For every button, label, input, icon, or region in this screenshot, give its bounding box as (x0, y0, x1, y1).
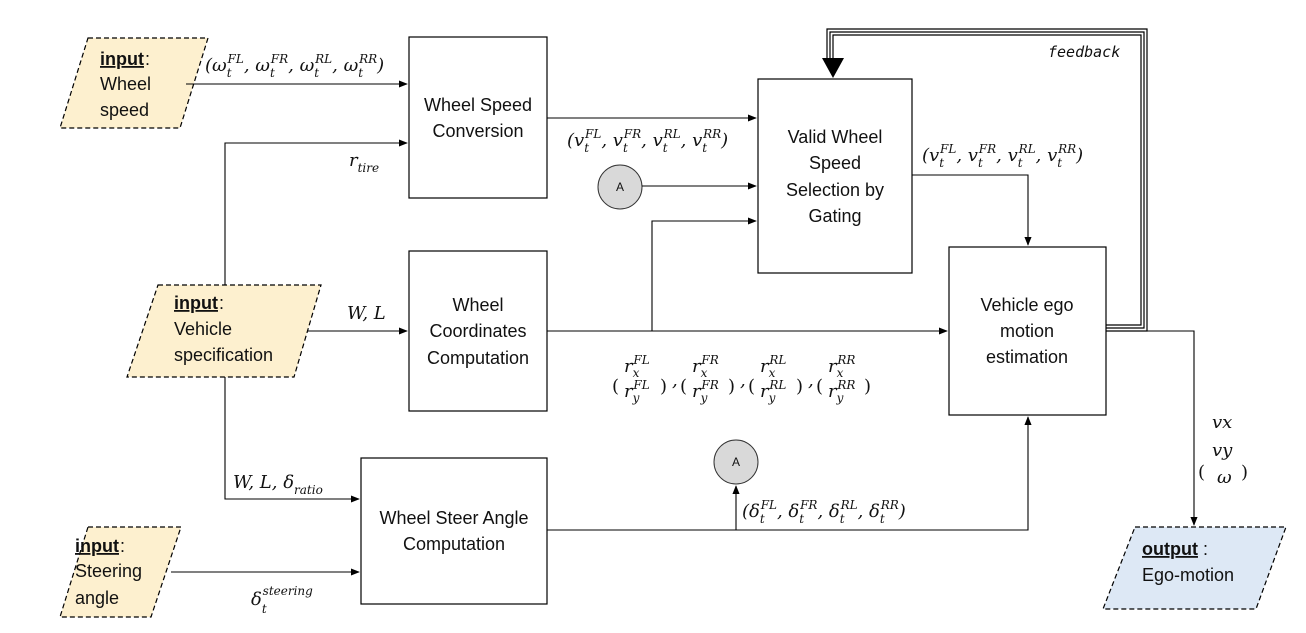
input-line: Steering (75, 561, 142, 581)
block-label: Vehicle ego (980, 295, 1073, 315)
feedback-loop (822, 28, 1148, 332)
label-w-l: W, L (347, 303, 386, 324)
block-label: Wheel (452, 295, 503, 315)
svg-text:rxFL: rxFL (624, 353, 650, 380)
svg-text:W, L: W, L (347, 303, 386, 324)
block-label: Computation (403, 534, 505, 554)
block-label: Wheel Steer Angle (379, 508, 528, 528)
input-vehicle-spec: input : Vehicle specification (126, 284, 322, 378)
svg-text:ryFL: ryFL (624, 378, 650, 405)
svg-text:(: ( (816, 376, 823, 397)
label-omega-set: (ωtFL, ωtFR, ωtRL, ωtRR) (205, 52, 384, 80)
block-wheel-speed-conversion: Wheel Speed Conversion (408, 36, 548, 199)
input-heading: input (174, 293, 218, 313)
block-label: Valid Wheel (788, 127, 883, 147)
svg-text:(: ( (680, 376, 687, 397)
block-label: Conversion (432, 121, 523, 141)
svg-text:ryRR: ryRR (828, 378, 855, 405)
label-delta-steering: δtsteering (251, 584, 313, 616)
input-heading: input (100, 49, 144, 69)
connector-a-bottom: A (713, 439, 759, 485)
svg-text:W, L, δratio: W, L, δratio (233, 472, 323, 497)
block-wheel-coordinates: Wheel Coordinates Computation (408, 250, 548, 412)
svg-text:vy: vy (1212, 440, 1233, 461)
output-heading: output (1142, 539, 1198, 559)
svg-text:rxRR: rxRR (828, 353, 855, 380)
block-label: Gating (808, 206, 861, 226)
svg-text:): ) (728, 376, 735, 397)
svg-text:rtire: rtire (349, 150, 379, 175)
input-line: specification (174, 345, 273, 365)
svg-text:,: , (740, 370, 746, 391)
svg-text:rxRL: rxRL (760, 353, 786, 380)
svg-text:,: , (672, 370, 678, 391)
svg-text:): ) (660, 376, 667, 397)
block-label: Selection by (786, 180, 884, 200)
svg-text:δtsteering: δtsteering (251, 584, 313, 616)
block-vehicle-ego-motion-estimation: Vehicle ego motion estimation (948, 246, 1107, 416)
connector-a-top: A (597, 164, 643, 210)
svg-text:): ) (1241, 462, 1248, 483)
svg-text::: : (145, 49, 150, 69)
svg-text::: : (1203, 539, 1208, 559)
block-label: Speed (809, 153, 861, 173)
svg-text:vx: vx (1212, 412, 1232, 433)
svg-text:(: ( (1198, 462, 1205, 483)
output-line: Ego-motion (1142, 565, 1234, 585)
output-ego-motion: output : Ego-motion (1102, 526, 1287, 610)
input-line: Wheel (100, 74, 151, 94)
svg-text:(ωtFL, ωtFR, ωtRL, ωtRR): (ωtFL, ωtFR, ωtRL, ωtRR) (205, 52, 384, 80)
svg-text:ryFR: ryFR (692, 378, 719, 405)
block-label: Wheel Speed (424, 95, 532, 115)
block-label: Coordinates (429, 321, 526, 341)
label-v-set-conversion: (vtFL, vtFR, vtRL, vtRR) (567, 127, 728, 155)
svg-text::: : (219, 293, 224, 313)
block-label: estimation (986, 347, 1068, 367)
svg-text:ryRL: ryRL (760, 378, 786, 405)
block-label: motion (1000, 321, 1054, 341)
svg-text:A: A (732, 455, 740, 469)
connection-lines (171, 80, 1198, 576)
input-line: angle (75, 588, 119, 608)
label-v-set-valid: (vtFL, vtFR, vtRL, vtRR) (922, 142, 1083, 170)
block-valid-wheel-speed-selection: Valid Wheel Speed Selection by Gating (757, 78, 913, 274)
label-wheel-coordinates: ( rxFL ryFL ) , ( rxFR ryFR ) , ( rxRL r… (612, 353, 871, 405)
input-heading: input (75, 536, 119, 556)
label-delta-set: (δtFL, δtFR, δtRL, δtRR) (742, 498, 906, 526)
label-output-vector: ( vx vy ω ) (1198, 412, 1248, 488)
svg-text:rxFR: rxFR (692, 353, 719, 380)
input-steering: input : Steering angle (59, 526, 182, 618)
input-line: speed (100, 100, 149, 120)
feedback-label: feedback (1048, 43, 1120, 61)
svg-text:ω: ω (1217, 467, 1232, 488)
svg-text:(vtFL, vtFR, vtRL, vtRR): (vtFL, vtFR, vtRL, vtRR) (567, 127, 728, 155)
svg-text:,: , (808, 370, 814, 391)
svg-text:(: ( (748, 376, 755, 397)
svg-text:A: A (616, 180, 624, 194)
input-wheel-speed: input : Wheel speed (59, 37, 209, 129)
label-w-l-delta-ratio: W, L, δratio (233, 472, 323, 497)
svg-text:): ) (864, 376, 871, 397)
block-label: Computation (427, 348, 529, 368)
block-wheel-steer-angle: Wheel Steer Angle Computation (360, 457, 548, 605)
svg-text:): ) (796, 376, 803, 397)
svg-text:(: ( (612, 376, 619, 397)
input-line: Vehicle (174, 319, 232, 339)
label-r-tire: rtire (349, 150, 379, 175)
svg-text::: : (120, 536, 125, 556)
svg-text:(vtFL, vtFR, vtRL, vtRR): (vtFL, vtFR, vtRL, vtRR) (922, 142, 1083, 170)
svg-text:(δtFL, δtFR, δtRL, δtRR): (δtFL, δtFR, δtRL, δtRR) (742, 498, 906, 526)
